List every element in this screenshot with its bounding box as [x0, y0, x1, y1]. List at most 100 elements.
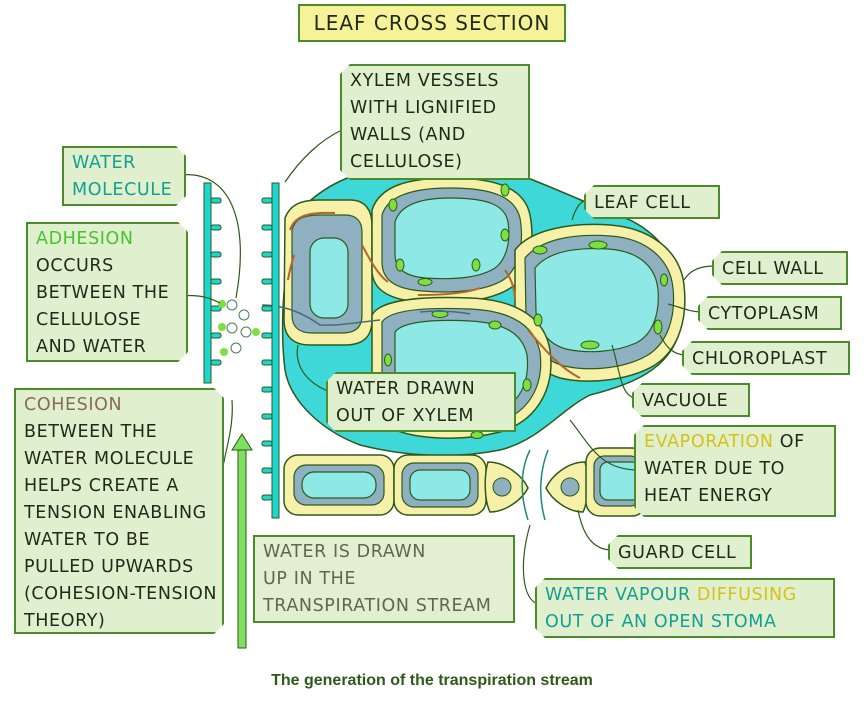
flow-arrow: [527, 329, 581, 379]
pointer-xylem: [284, 129, 343, 183]
adhesion-heading: ADHESION: [36, 229, 134, 249]
water-molecule: [230, 342, 242, 354]
vacuole-left: [309, 237, 349, 319]
label-line: WATER IS DRAWN: [263, 542, 426, 562]
label-line: WATER VAPOUR DIFFUSING: [545, 582, 825, 609]
label-line: WATER DRAWN: [336, 379, 476, 399]
label-line: MOLECULE: [72, 180, 173, 200]
label-line: HEAT ENERGY: [644, 486, 773, 506]
guard-cell-nucleus: [492, 477, 512, 497]
label-leaf-cell: LEAF CELL: [584, 185, 720, 219]
water-molecule: [226, 299, 238, 311]
label-line: WATER TO BE: [24, 530, 151, 550]
label-vacuole: VACUOLE: [632, 383, 750, 417]
cohesion-heading: COHESION: [24, 395, 123, 415]
chloroplast: [500, 183, 510, 197]
diagram-title: LEAF CROSS SECTION: [298, 4, 566, 42]
flow-arrow: [361, 244, 389, 283]
label-chloroplast: CHLOROPLAST: [682, 341, 850, 375]
pointer-cell-wall: [683, 265, 715, 281]
label-line: TRANSPIRATION STREAM: [263, 596, 492, 616]
chloroplast: [470, 431, 484, 439]
flow-arrow: [289, 211, 336, 231]
chloroplast: [417, 278, 433, 286]
chloroplast: [488, 320, 502, 330]
adhesion-points: [218, 300, 260, 356]
vapour-arrows: [521, 449, 549, 521]
flow-arrow: [261, 304, 381, 326]
guard-cell-nucleus: [560, 477, 580, 497]
label-text: LEAF CELL: [594, 193, 691, 213]
chloroplast: [588, 240, 608, 250]
pointer-water-molecule: [179, 174, 241, 299]
label-adhesion: ADHESION OCCURS BETWEEN THE CELLULOSE AN…: [26, 222, 188, 362]
diffusing-highlight: DIFFUSING: [696, 585, 797, 605]
label-line: AND WATER: [36, 337, 147, 357]
label-line: BETWEEN THE: [36, 283, 170, 303]
label-line: XYLEM VESSELS: [350, 71, 500, 91]
pointer-stoma: [522, 524, 541, 606]
chloroplast: [388, 198, 398, 212]
xylem-exit-arrows: [261, 304, 471, 326]
label-text: WATER VAPOUR: [545, 585, 697, 605]
epidermis-vacuole: [301, 471, 377, 499]
chloroplast: [532, 245, 548, 255]
xylem-vessel-left: [203, 182, 222, 384]
pointer-water-drawn: [296, 344, 331, 393]
chloroplasts: [384, 183, 668, 439]
label-text: GUARD CELL: [618, 543, 737, 563]
label-line: OCCURS: [36, 256, 114, 276]
water-molecule: [226, 322, 238, 334]
pointer-guard-cell: [577, 509, 613, 551]
transpiration-up-arrow: [231, 433, 253, 649]
label-evaporation: EVAPORATION OF WATER DUE TO HEAT ENERGY: [634, 425, 836, 517]
vacuole-top-center: [394, 197, 510, 280]
label-cell-wall: CELL WALL: [712, 251, 848, 285]
flow-arrow: [287, 254, 295, 281]
label-text: CELL WALL: [722, 259, 824, 279]
water-molecule: [238, 309, 250, 321]
label-line: CELLULOSE: [36, 310, 142, 330]
chloroplast: [660, 273, 668, 287]
label-line: EVAPORATION OF: [644, 429, 826, 456]
label-text: CYTOPLASM: [708, 304, 820, 324]
chloroplast: [533, 313, 543, 327]
label-line: (COHESION-TENSION: [24, 584, 218, 604]
label-transpiration-stream: WATER IS DRAWN UP IN THE TRANSPIRATION S…: [253, 535, 515, 623]
chloroplast: [395, 258, 405, 272]
label-text: OF: [773, 432, 805, 452]
xylem-vessel-right: [261, 182, 280, 519]
label-line: PULLED UPWARDS: [24, 557, 194, 577]
flow-arrow: [419, 310, 471, 315]
label-line: WATER: [72, 153, 136, 173]
flow-arrow: [504, 269, 516, 301]
label-water-drawn-out: WATER DRAWN OUT OF XYLEM: [326, 372, 516, 432]
label-cytoplasm: CYTOPLASM: [698, 296, 842, 330]
label-line: WATER MOLECULE: [24, 449, 195, 469]
label-line: WATER DUE TO: [644, 459, 785, 479]
water-flow-arrows: [287, 211, 581, 379]
label-line: OUT OF XYLEM: [336, 406, 475, 426]
figure-caption: The generation of the transpiration stre…: [271, 672, 593, 689]
label-line: TENSION ENABLING: [24, 503, 207, 523]
evaporation-heading: EVAPORATION: [644, 432, 774, 452]
chloroplast: [500, 228, 510, 242]
label-line: THEORY): [24, 611, 106, 631]
flow-arrow: [417, 287, 481, 296]
label-line: HELPS CREATE A: [24, 476, 179, 496]
water-molecule: [240, 326, 252, 338]
label-xylem-vessels: XYLEM VESSELS WITH LIGNIFIED WALLS (AND …: [340, 64, 530, 180]
chloroplast: [580, 340, 600, 350]
vacuole-right: [534, 248, 659, 353]
label-line: WITH LIGNIFIED: [350, 98, 497, 118]
label-text: CHLOROPLAST: [692, 349, 828, 369]
label-line: CELLULOSE): [350, 152, 463, 172]
label-line: OUT OF AN OPEN STOMA: [545, 612, 777, 632]
water-molecules: [226, 299, 252, 354]
label-text: VACUOLE: [642, 391, 729, 411]
label-line: BETWEEN THE: [24, 422, 158, 442]
chloroplast: [522, 378, 532, 392]
label-water-molecule: WATER MOLECULE: [62, 146, 186, 206]
pointer-evaporation: [569, 419, 639, 471]
label-water-vapour: WATER VAPOUR DIFFUSING OUT OF AN OPEN ST…: [535, 578, 835, 638]
